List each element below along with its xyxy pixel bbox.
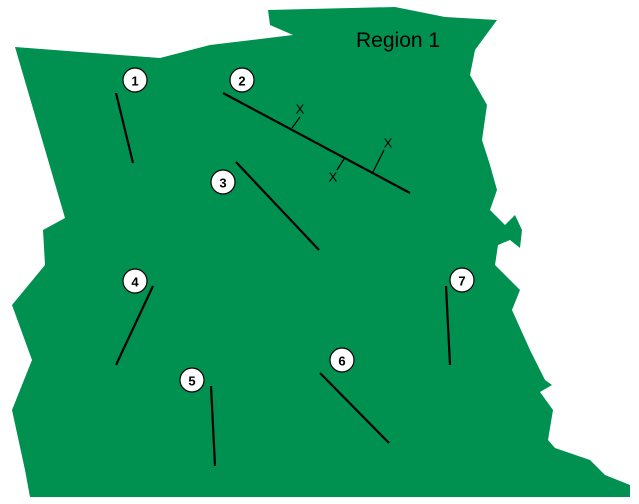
feature-label: 2 — [238, 74, 245, 89]
marker-tick — [372, 149, 385, 173]
label-circle — [210, 169, 236, 195]
region-1-area — [12, 7, 630, 497]
feature-label: 4 — [131, 275, 139, 290]
feature-line — [222, 92, 411, 194]
label-circle — [122, 67, 148, 93]
feature-line — [319, 372, 390, 444]
x-marker: X — [384, 136, 393, 151]
feature-2: X X X 2 — [222, 67, 411, 194]
feature-line — [114, 92, 135, 164]
feature-line — [209, 385, 217, 467]
label-circle — [329, 347, 355, 373]
marker-tick — [336, 158, 345, 171]
feature-label: 6 — [338, 354, 345, 369]
feature-line — [235, 161, 320, 251]
marker-tick — [291, 116, 301, 129]
feature-1: 1 — [114, 67, 148, 164]
feature-label: 3 — [219, 176, 226, 191]
x-marker: X — [329, 170, 338, 185]
feature-7: 7 — [444, 267, 475, 366]
feature-4: 4 — [115, 268, 154, 366]
feature-label: 5 — [188, 374, 195, 389]
feature-label: 1 — [131, 74, 138, 89]
feature-line — [115, 285, 154, 366]
label-circle — [122, 268, 148, 294]
label-circle — [229, 67, 255, 93]
feature-line — [444, 285, 452, 366]
label-circle — [449, 267, 475, 293]
feature-label: 7 — [458, 274, 465, 289]
feature-6: 6 — [319, 347, 390, 444]
feature-3: 3 — [210, 161, 320, 251]
x-marker: X — [296, 102, 305, 117]
region-title: Region 1 — [356, 29, 440, 52]
label-circle — [179, 367, 205, 393]
feature-5: 5 — [179, 367, 217, 467]
